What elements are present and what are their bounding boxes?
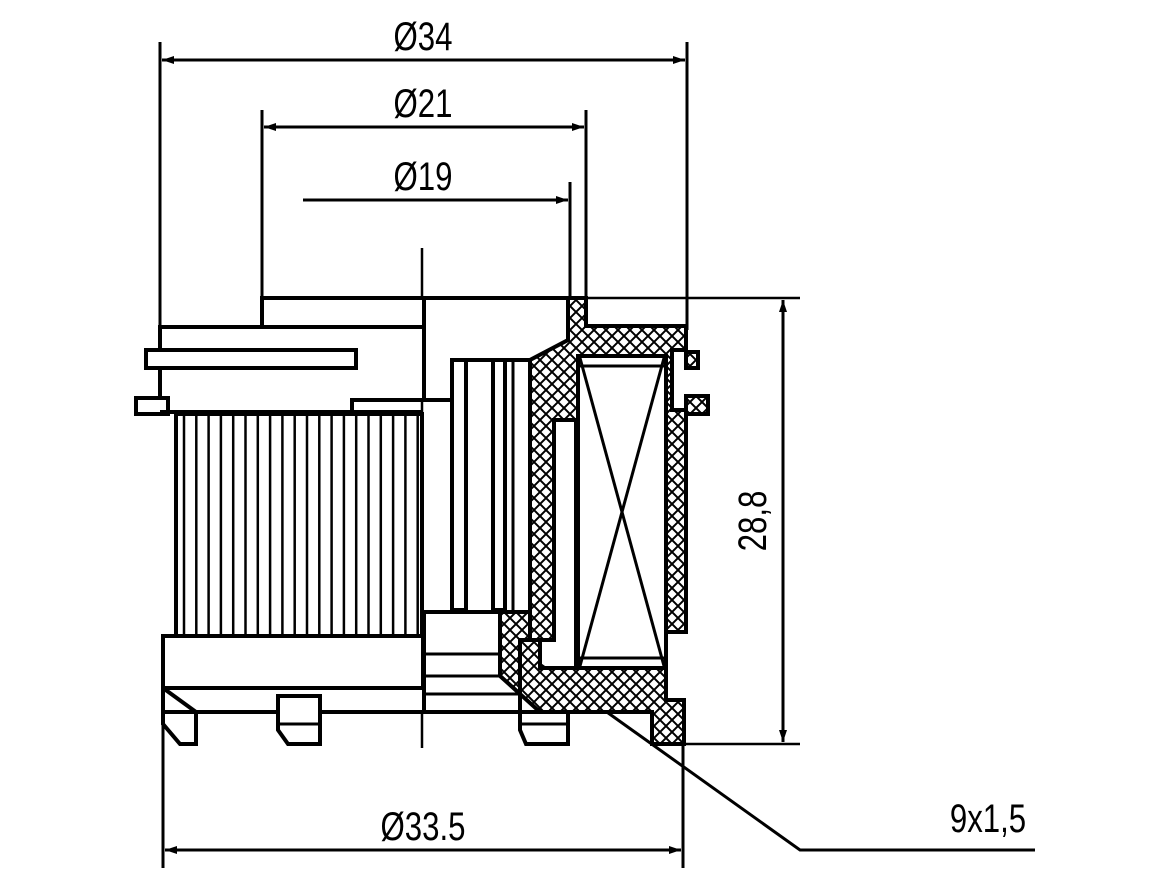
magnet-insert-cross-2 xyxy=(578,357,666,667)
leader-line-oring xyxy=(519,648,1035,852)
inner-tube-right xyxy=(491,358,507,612)
dim-label-34: Ø34 xyxy=(394,14,453,59)
bottom-foot-left xyxy=(161,710,198,746)
dimension-labels: Ø34 Ø21 Ø19 28,8 Ø33.5 9x1,5 xyxy=(381,14,1027,849)
bottom-foot-right xyxy=(518,710,570,746)
dimension-lines xyxy=(158,42,1035,868)
bottom-cap xyxy=(161,634,425,690)
filter-pleat-lines xyxy=(182,414,419,636)
filter-body xyxy=(134,296,710,746)
oring-spec-label: 9x1,5 xyxy=(950,796,1026,841)
inner-tube-left xyxy=(450,358,468,612)
filter-media-block xyxy=(174,412,424,638)
bottom-foot-left-bevel xyxy=(161,686,198,714)
oring-nub xyxy=(684,350,700,370)
dim-label-19: Ø19 xyxy=(394,154,453,199)
bottom-foot-center xyxy=(276,694,322,746)
dim-label-21: Ø21 xyxy=(394,81,453,126)
dim-label-height: 28,8 xyxy=(730,491,775,552)
dim-label-335: Ø33.5 xyxy=(381,804,466,849)
left-flange-tab xyxy=(144,348,358,370)
